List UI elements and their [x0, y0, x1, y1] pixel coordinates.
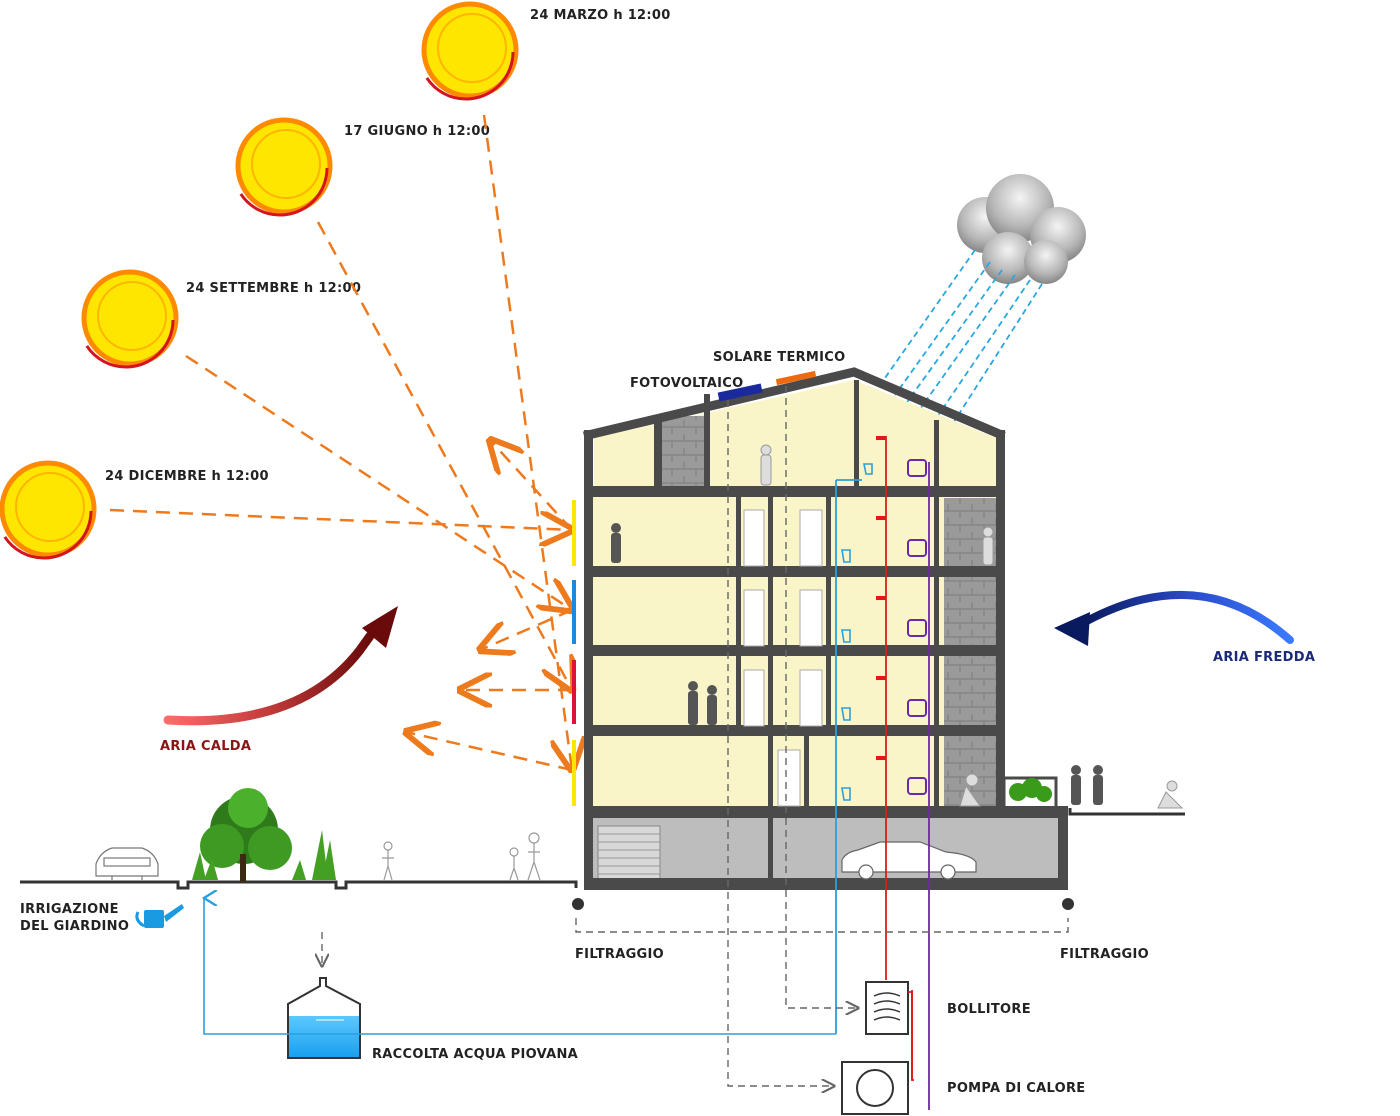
heat-pump: POMPA DI CALORE	[841, 1061, 1085, 1115]
shower-icon	[876, 436, 886, 440]
toilets	[841, 463, 873, 801]
toilet-icon	[863, 463, 873, 475]
solar-circuits	[322, 386, 1069, 1086]
filter-point-right	[1062, 898, 1074, 910]
shower-icon	[876, 516, 886, 520]
sun-rays	[109, 114, 572, 770]
pv-label: FOTOVOLTAICO	[630, 376, 743, 391]
solar-thermal-label: SOLARE TERMICO	[713, 350, 846, 365]
showers	[876, 436, 886, 760]
building-section	[572, 367, 1184, 890]
pv-panel	[717, 383, 763, 402]
rainwater-tank: RACCOLTA ACQUA PIOVANA	[287, 977, 578, 1062]
radiator-icon	[907, 459, 927, 477]
toilet-icon	[841, 549, 851, 563]
heatpump-label: POMPA DI CALORE	[947, 1081, 1085, 1096]
cold-air-arrow: ARIA FREDDA	[1054, 590, 1315, 665]
filter-label-right: FILTRAGGIO	[1060, 947, 1149, 962]
warm-air-arrow: ARIA CALDA	[160, 606, 398, 754]
person-icon	[382, 832, 541, 881]
ground	[20, 808, 1185, 890]
watering-can-icon	[135, 904, 184, 928]
reflected-rays	[406, 440, 573, 772]
radiator-icon	[907, 777, 927, 795]
rain-lines	[879, 249, 1043, 429]
boiler: BOLLITORE	[865, 981, 1031, 1080]
sun-march: 24 MARZO h 12:00	[417, 1, 671, 101]
irrigation-label-line2: DEL GIARDINO	[20, 919, 129, 934]
irrigation-label-line1: IRRIGAZIONE	[20, 902, 119, 917]
shower-icon	[876, 676, 886, 680]
toilet-icon	[841, 787, 851, 801]
solar-thermal-panel	[775, 370, 817, 386]
sun-icon	[235, 117, 333, 215]
sun-icon	[421, 1, 519, 99]
cold-air-label: ARIA FREDDA	[1213, 650, 1315, 665]
radiator-icon	[907, 699, 927, 717]
cloud-icon	[957, 174, 1086, 284]
radiators	[907, 459, 927, 795]
sun-label-september: 24 SETTEMBRE h 12:00	[186, 281, 361, 296]
sun-label-march: 24 MARZO h 12:00	[530, 8, 671, 23]
tree-icon	[200, 788, 292, 882]
person-icon	[760, 444, 1184, 809]
filter-point-left	[572, 898, 584, 910]
tank-label: RACCOLTA ACQUA PIOVANA	[372, 1047, 578, 1062]
sun-june: 17 GIUGNO h 12:00	[231, 117, 490, 217]
person-icon	[611, 523, 1103, 805]
toilet-icon	[841, 707, 851, 721]
car-icon	[841, 841, 977, 880]
radiator-icon	[907, 619, 927, 637]
shower-icon	[876, 596, 886, 600]
sun-december: 24 DICEMBRE h 12:00	[0, 460, 269, 560]
toilet-icon	[841, 629, 851, 643]
car-icon	[95, 847, 159, 880]
boiler-label: BOLLITORE	[947, 1002, 1031, 1017]
sun-icon	[81, 269, 179, 367]
shower-icon	[876, 756, 886, 760]
sun-label-june: 17 GIUGNO h 12:00	[344, 124, 490, 139]
irrigation-line	[204, 898, 836, 1035]
sun-icon	[0, 460, 97, 558]
warm-air-label: ARIA CALDA	[160, 739, 251, 754]
radiator-icon	[907, 539, 927, 557]
filter-label-left: FILTRAGGIO	[575, 947, 664, 962]
shrubs	[192, 830, 336, 880]
sun-label-december: 24 DICEMBRE h 12:00	[105, 469, 269, 484]
sun-september: 24 SETTEMBRE h 12:00	[77, 269, 361, 369]
